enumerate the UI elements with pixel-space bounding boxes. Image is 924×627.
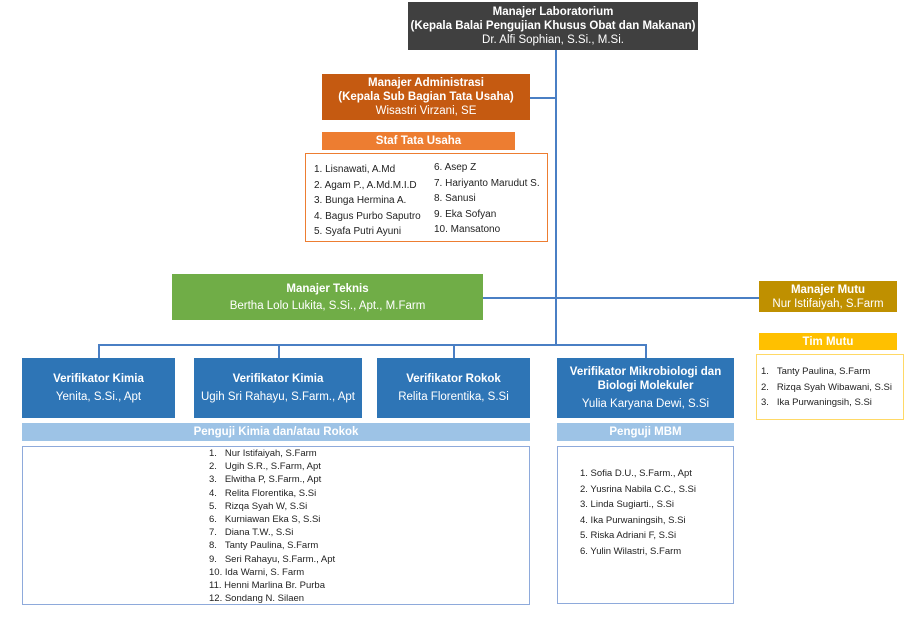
penguji-kimia-item: 9. Seri Rahayu, S.Farm., Apt [209,553,336,565]
manajer-mutu-box: Manajer Mutu Nur Istifaiyah, S.Farm [759,281,897,312]
penguji-kimia-list: 1. Nur Istifaiyah, S.Farm 2. Ugih S.R., S… [22,446,530,605]
manajer-laboratorium-box: Manajer Laboratorium (Kepala Balai Pengu… [408,2,698,50]
tim-mutu-list: 1. Tanty Paulina, S.Farm 2. Rizqa Syah Wi… [756,354,904,420]
connector-v4 [645,344,647,358]
mutu-name: Nur Istifaiyah, S.Farm [772,297,884,310]
teknis-title: Manajer Teknis [286,282,369,295]
connector-main [555,50,557,344]
connector-v2 [278,344,280,358]
head-title: Manajer Laboratorium [492,6,614,18]
manajer-administrasi-box: Manajer Administrasi (Kepala Sub Bagian … [322,74,530,120]
verifikator-title: Verifikator Kimia [232,373,324,385]
staf-item: 2. Agam P., A.Md.M.I.D [314,179,417,191]
penguji-mbm-item: 2. Yusrina Nabila C.C., S.Si [580,483,696,495]
tim-mutu-item: 1. Tanty Paulina, S.Farm [761,366,871,377]
tim-mutu-item: 3. Ika Purwaningsih, S.Si [761,397,872,408]
verifikator-box: Verifikator Mikrobiologi dan Biologi Mol… [557,358,734,418]
penguji-kimia-item: 8. Tanty Paulina, S.Farm [209,540,319,552]
penguji-kimia-item: 10. Ida Warni, S. Farm [209,566,305,578]
penguji-kimia-item: 2. Ugih S.R., S.Farm, Apt [209,461,321,473]
staf-item: 5. Syafa Putri Ayuni [314,226,402,237]
connector-admin [530,97,555,99]
penguji-kimia-item: 12. Sondang N. Silaen [209,593,305,605]
tim-mutu-item: 2. Rizqa Syah Wibawani, S.Si [761,381,892,393]
manajer-teknis-box: Manajer Teknis Bertha Lolo Lukita, S.Si.… [172,274,483,320]
penguji-kimia-item: 11. Henni Marlina Br. Purba [209,580,325,592]
verifikator-title: Verifikator Rokok [406,373,501,385]
penguji-mbm-item: 5. Riska Adriani F, S.Si [580,530,677,541]
penguji-mbm-item: 6. Yulin Wilastri, S.Farm [580,545,682,557]
teknis-name: Bertha Lolo Lukita, S.Si., Apt., M.Farm [229,299,426,312]
admin-subtitle: (Kepala Sub Bagian Tata Usaha) [338,91,514,103]
penguji-mbm-header: Penguji MBM [557,423,734,441]
staf-item: 9. Eka Sofyan [434,208,497,220]
penguji-kimia-item: 1. Nur Istifaiyah, S.Farm [209,448,317,459]
staf-item: 3. Bunga Hermina A. [314,195,407,206]
staf-item: 6. Asep Z [434,162,477,173]
verifikator-name: Yulia Karyana Dewi, S.Si [581,398,710,410]
connector-v1 [98,344,100,358]
tim-mutu-header: Tim Mutu [759,333,897,350]
staf-tata-usaha-list: 1. Lisnawati, A.Md 2. Agam P., A.Md.M.I.D… [305,153,548,242]
verifikator-name: Relita Florentika, S.Si [398,391,509,403]
penguji-kimia-item: 6. Kurniawan Eka S, S.Si [209,514,321,526]
connector-teknis-mutu [483,297,760,299]
penguji-kimia-item: 4. Relita Florentika, S.Si [209,487,317,499]
staf-item: 4. Bagus Purbo Saputro [314,210,421,222]
penguji-kimia-item: 5. Rizqa Syah W, S.Si [209,500,308,512]
staf-tata-usaha-header: Staf Tata Usaha [322,132,515,150]
verifikator-title: Verifikator Kimia [53,373,144,385]
penguji-mbm-item: 1. Sofia D.U., S.Farm., Apt [580,468,692,479]
penguji-mbm-item: 3. Linda Sugiarti., S.Si [580,499,674,510]
staf-item: 7. Hariyanto Marudut S. [434,177,540,189]
penguji-mbm-item: 4. Ika Purwaningsih, S.Si [580,514,686,526]
connector-verifikator [98,344,646,346]
connector-v3 [453,344,455,358]
penguji-kimia-item: 7. Diana T.W., S.Si [209,527,294,539]
head-subtitle: (Kepala Balai Pengujian Khusus Obat dan … [410,20,696,32]
penguji-kimia-header: Penguji Kimia dan/atau Rokok [22,423,530,441]
admin-name: Wisastri Virzani, SE [375,105,477,117]
verifikator-name: Yenita, S.Si., Apt [55,391,142,403]
penguji-kimia-item: 3. Elwitha P, S.Farm., Apt [209,474,322,486]
staf-item: 10. Mansatono [434,224,501,235]
staf-item: 1. Lisnawati, A.Md [314,164,396,175]
staf-item: 8. Sanusi [434,193,476,204]
penguji-mbm-list: 1. Sofia D.U., S.Farm., Apt 2. Yusrina Na… [557,446,734,604]
verifikator-title: Verifikator Mikrobiologi dan Biologi Mol… [569,366,722,392]
mutu-title: Manajer Mutu [790,283,866,296]
head-name: Dr. Alfi Sophian, S.Si., M.Si. [482,34,624,46]
admin-title: Manajer Administrasi [368,77,484,89]
verifikator-name: Ugih Sri Rahayu, S.Farm., Apt [200,391,356,403]
